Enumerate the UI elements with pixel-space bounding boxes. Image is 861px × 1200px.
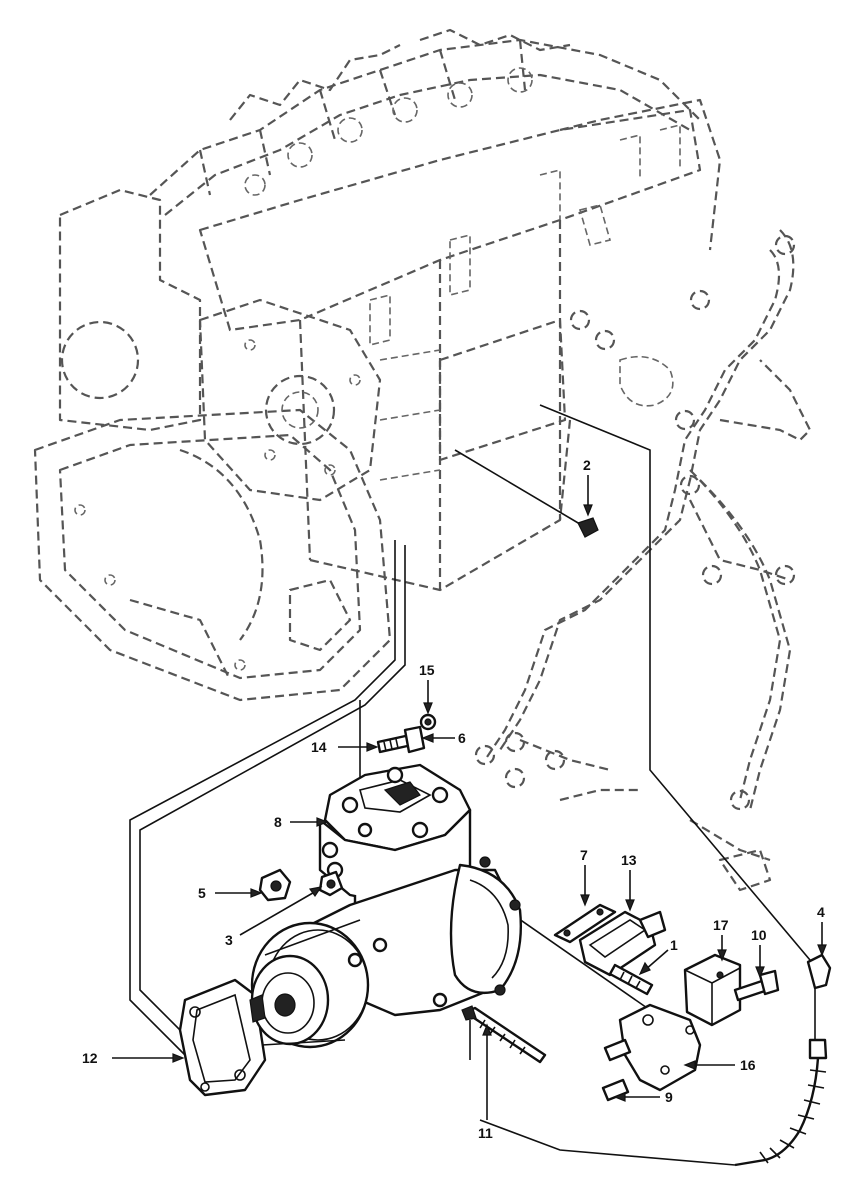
callout-17: 17: [713, 917, 729, 933]
part-13-adapter: [578, 910, 667, 977]
part-15-nut: [419, 713, 437, 731]
part-17-block: [683, 953, 742, 1027]
callout-7: 7: [580, 847, 588, 863]
callout-12: 12: [82, 1050, 98, 1066]
callout-9: 9: [665, 1089, 673, 1105]
part-9-bolts: [601, 1038, 632, 1102]
callout-15: 15: [419, 662, 435, 678]
callout-4: 4: [817, 904, 825, 920]
engine-block-phantom: [33, 28, 722, 702]
callout-3: 3: [225, 932, 233, 948]
callout-5: 5: [198, 885, 206, 901]
callout-2: 2: [583, 457, 591, 473]
part-14-bolt: [376, 725, 426, 754]
part-1-bolt: [608, 963, 654, 996]
callout-6: 6: [458, 730, 466, 746]
part-4-hose-assembly: [479, 953, 832, 1167]
callout-10: 10: [751, 927, 767, 943]
callout-1: 1: [670, 937, 678, 953]
callout-11: 11: [478, 1125, 493, 1141]
callout-16: 16: [740, 1057, 756, 1073]
assembly-reference-lines: [129, 404, 811, 1061]
callout-leaders: [112, 475, 827, 1120]
phantom-lines: [474, 229, 812, 892]
callout-labels: 1 2 3 4 5 6 7 8 9 10 11 12 13 14 15 16 1…: [82, 457, 825, 1141]
callout-13: 13: [621, 852, 637, 868]
callout-14: 14: [311, 739, 327, 755]
part-2-fitting: [577, 517, 599, 538]
part-12-gasket: [178, 978, 267, 1097]
part-11-stud: [461, 1005, 547, 1064]
part-10-bolt: [733, 969, 780, 1002]
air-compressor: [249, 763, 522, 1049]
callout-8: 8: [274, 814, 282, 830]
part-7-gasket-plate: [553, 903, 617, 944]
part-16-bracket: [618, 1003, 702, 1092]
part-5-fitting: [258, 868, 292, 902]
